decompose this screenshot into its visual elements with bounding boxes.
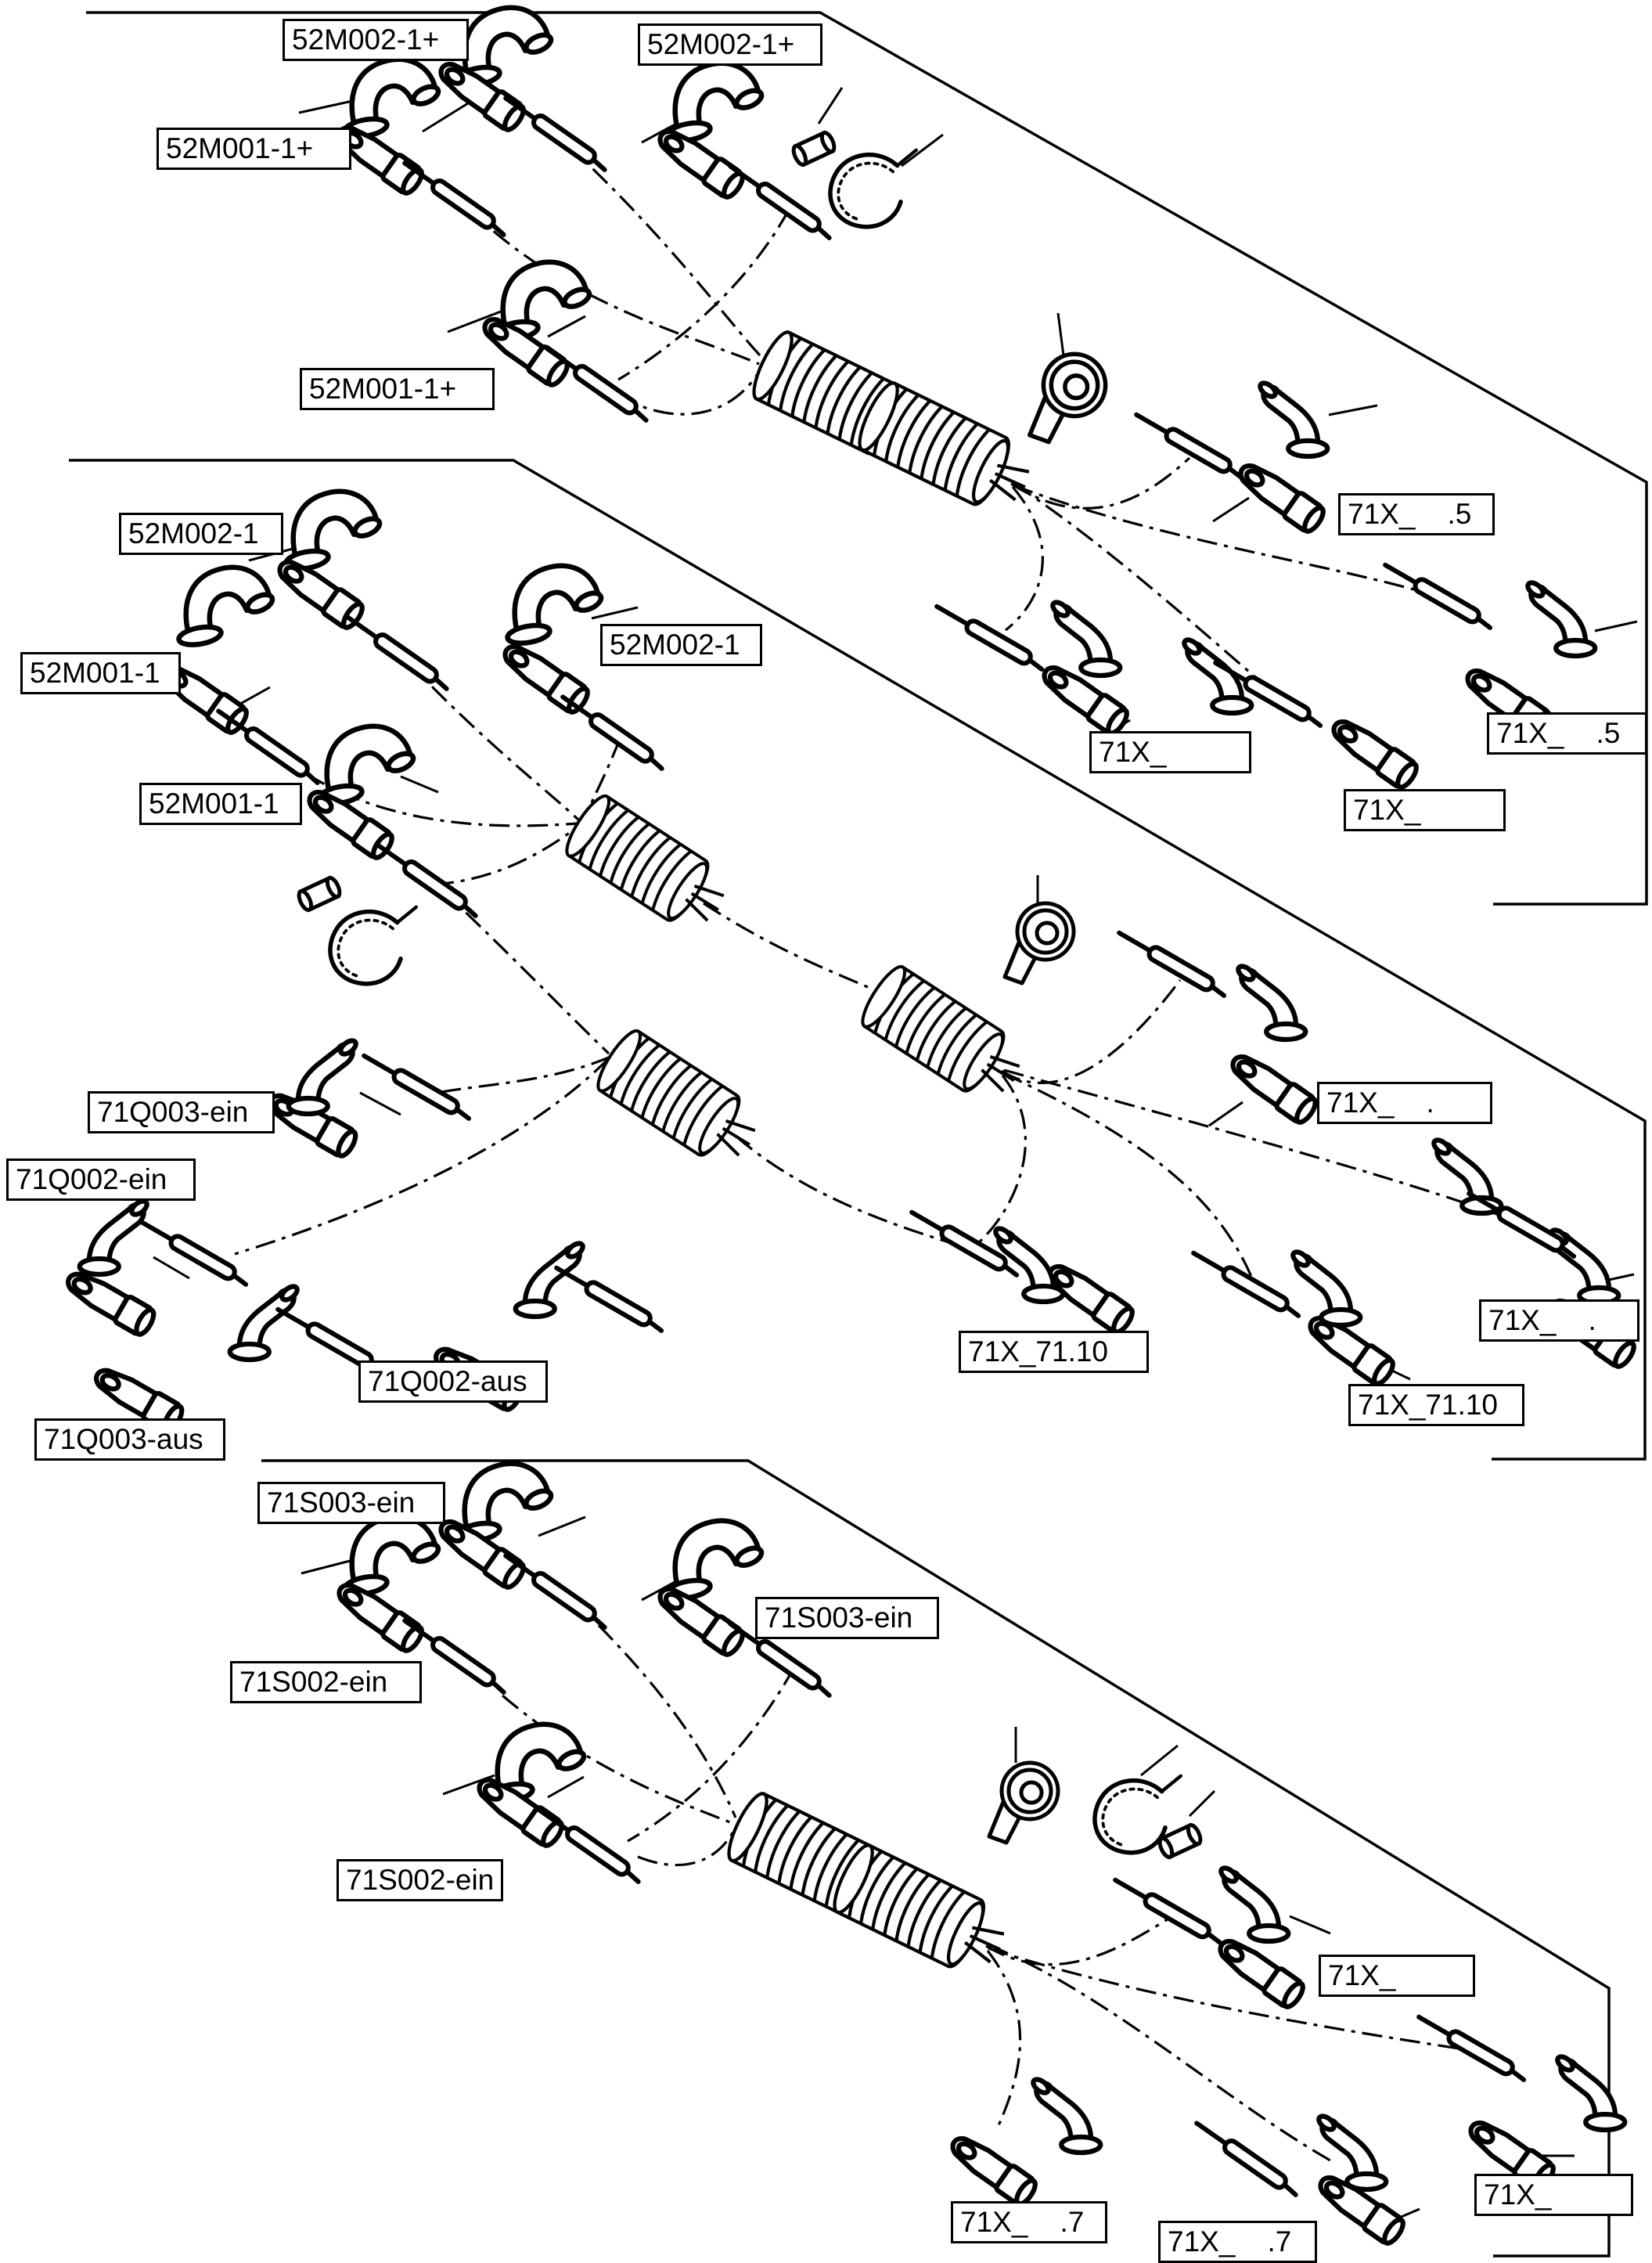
lead-wire-icon <box>361 1050 473 1123</box>
section-1-boundary <box>86 11 1648 906</box>
lead-wire-icon <box>1190 1248 1303 1321</box>
lead-wire-icon <box>1112 1875 1225 1948</box>
elbow-boot-icon <box>344 1517 441 1597</box>
harness-routing-section-1 <box>464 141 1439 690</box>
part-label: 71X_ <box>1089 731 1251 773</box>
cable-lug-icon <box>1234 457 1327 535</box>
harness-routing-section-3 <box>501 1597 1475 2162</box>
part-label: 71S002-ein <box>230 1661 422 1703</box>
part-label: 71X_ <box>1319 1955 1475 1997</box>
harness-routing-section-2 <box>234 658 1525 1283</box>
lead-wire-icon <box>1382 560 1495 632</box>
part-label: 71X_ <box>1344 789 1506 831</box>
terminal-boot-icon <box>1031 2077 1100 2153</box>
elbow-boot-icon <box>667 1521 765 1601</box>
part-label: 71X_ . <box>1479 1299 1639 1342</box>
part-label: 71X_ .5 <box>1338 493 1495 535</box>
part-label: 71X_71.10 <box>1348 1384 1524 1426</box>
part-label: 52M002-1+ <box>638 23 822 66</box>
part-label: 71X_ .5 <box>1487 712 1647 755</box>
elbow-boot-icon <box>344 59 441 139</box>
corrugated-conduit-icon <box>828 1841 1017 1984</box>
part-label: 71S003-ein <box>257 1482 445 1524</box>
part-label: 71X_ .7 <box>951 2201 1107 2243</box>
terminal-boot-icon <box>289 1038 358 1114</box>
cable-lug-icon <box>498 638 592 715</box>
part-label: 52M002-1 <box>600 624 762 666</box>
elbow-boot-icon <box>319 726 416 806</box>
part-label: 71S003-ein <box>755 1597 939 1639</box>
section-3-boundary <box>261 1459 1611 2258</box>
section-2-boundary <box>69 459 1647 1461</box>
terminal-boot-icon <box>1258 380 1327 456</box>
lead-wire-icon <box>934 601 1046 674</box>
terminal-boot-icon <box>1236 964 1305 1040</box>
elbow-boot-icon <box>667 63 765 143</box>
part-label: 71X_ . <box>1317 1082 1492 1124</box>
elbow-boot-icon <box>285 492 383 571</box>
part-label: 71Q002-aus <box>358 1360 548 1403</box>
cable-lug-icon <box>1226 1048 1319 1126</box>
cable-tie-icon <box>830 150 916 227</box>
part-label: 71X_ <box>1474 2174 1633 2216</box>
cable-lug-icon <box>62 1266 157 1338</box>
cable-lug-icon <box>1214 1933 1307 2010</box>
terminal-boot-icon <box>80 1198 149 1274</box>
terminal-boot-icon <box>230 1284 300 1360</box>
lead-wire-icon <box>502 1551 609 1631</box>
terminal-boot-icon <box>1050 600 1120 676</box>
lead-wire-icon <box>1133 409 1246 482</box>
lead-wire-icon <box>559 692 666 773</box>
tape-roll-icon <box>1030 354 1106 441</box>
part-label: 71Q003-aus <box>34 1418 225 1461</box>
cable-lug-icon <box>946 2130 1039 2207</box>
corrugated-conduit-icon <box>854 960 1035 1112</box>
part-label: 71X_ .7 <box>1158 2221 1317 2263</box>
elbow-boot-icon <box>178 568 275 647</box>
part-label: 52M001-1 <box>20 652 181 694</box>
lead-wire-icon <box>1193 2118 1300 2199</box>
lead-wire-icon <box>401 158 508 239</box>
part-label: 71X_71.10 <box>959 1331 1149 1373</box>
cable-lug-icon <box>1327 713 1420 791</box>
end-cap-icon <box>791 131 837 167</box>
tape-roll-icon <box>1005 903 1074 983</box>
lead-wire-icon <box>138 1216 250 1289</box>
cable-tie-icon <box>330 907 416 984</box>
lead-wire-icon <box>344 612 451 693</box>
end-cap-icon <box>297 876 342 912</box>
corrugated-conduit-icon <box>589 1024 770 1177</box>
terminal-boot-icon <box>1218 1865 1288 1941</box>
terminal-boot-icon <box>1555 2054 1625 2130</box>
corrugated-conduit-icon <box>853 379 1042 521</box>
lead-wire-icon <box>502 93 609 174</box>
terminal-boot-icon <box>1525 580 1595 656</box>
part-label: 52M001-1+ <box>157 128 351 170</box>
terminal-boot-icon <box>1290 1249 1360 1325</box>
part-label: 52M002-1+ <box>283 19 469 61</box>
lead-wire-icon <box>1416 2012 1528 2085</box>
terminal-boot-icon <box>1431 1137 1501 1213</box>
part-label: 71Q003-ein <box>88 1091 275 1133</box>
part-label: 52M001-1 <box>139 783 302 825</box>
part-label: 52M001-1+ <box>300 368 495 410</box>
lead-wire-icon <box>726 161 833 242</box>
corrugated-conduit-icon <box>558 789 739 942</box>
part-label: 71S002-ein <box>337 1859 504 1901</box>
elbow-boot-icon <box>506 566 604 646</box>
part-label: 71Q002-ein <box>6 1159 196 1201</box>
tape-roll-icon <box>989 1763 1058 1843</box>
part-label: 52M002-1 <box>119 513 283 555</box>
lead-wire-icon <box>214 706 322 787</box>
lead-wire-icon <box>553 1263 665 1335</box>
lead-wire-icon <box>1466 1188 1578 1261</box>
